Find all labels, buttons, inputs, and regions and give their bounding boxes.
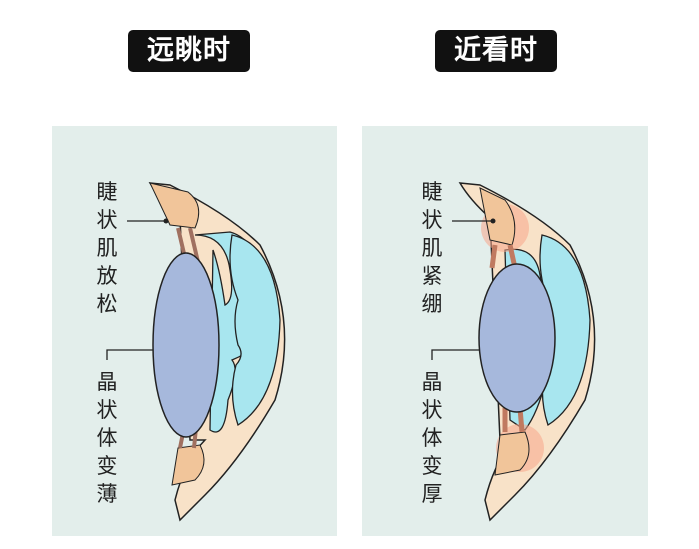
far-view-panel	[52, 126, 337, 536]
near-view-panel	[362, 126, 648, 536]
near-view-title: 近看时	[435, 30, 557, 72]
lens-pointer	[431, 349, 480, 360]
zonule-fibers	[176, 227, 200, 449]
ciliary-muscle-top	[149, 182, 200, 229]
cornea-chamber	[229, 234, 281, 426]
lens-pointer	[106, 349, 153, 360]
ciliary-muscle-bottom	[171, 444, 205, 486]
lens-thin	[152, 252, 220, 438]
lens-thick	[478, 263, 556, 413]
lens-thin-label: 晶状体变薄	[96, 370, 118, 506]
ciliary-muscle-tense-label: 睫状肌紧绷	[421, 180, 443, 316]
zonule-fibers	[489, 244, 525, 433]
ciliary-muscle-bottom	[494, 431, 530, 476]
lens-thick-label: 晶状体变厚	[421, 370, 443, 506]
far-view-title: 远眺时	[128, 30, 250, 72]
ciliary-muscle-relaxed-label: 睫状肌放松	[96, 180, 118, 316]
